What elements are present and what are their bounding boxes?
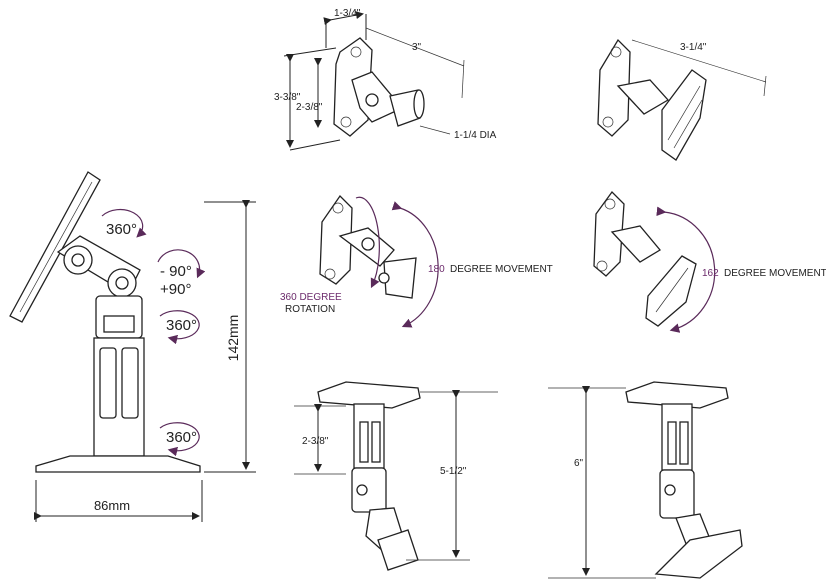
svg-text:360°: 360° bbox=[166, 429, 197, 446]
label-86mm: 86mm bbox=[94, 498, 130, 513]
dimension-142mm: 142mm bbox=[204, 200, 256, 473]
svg-text:2-3/8": 2-3/8" bbox=[296, 102, 323, 113]
svg-text:- 90°: - 90° bbox=[160, 263, 192, 280]
rotation-360-base: 360° bbox=[159, 422, 200, 457]
svg-text:360°: 360° bbox=[166, 317, 197, 334]
svg-text:DEGREE MOVEMENT: DEGREE MOVEMENT bbox=[724, 268, 826, 279]
svg-text:+90°: +90° bbox=[160, 281, 191, 298]
svg-text:ROTATION: ROTATION bbox=[285, 304, 335, 315]
svg-text:180: 180 bbox=[428, 264, 445, 275]
svg-text:3": 3" bbox=[412, 42, 422, 53]
svg-text:360°: 360° bbox=[106, 221, 137, 238]
column-mount-right: 6" bbox=[548, 381, 743, 579]
rotation-360-mid: 360° bbox=[159, 310, 200, 345]
svg-text:360 DEGREE: 360 DEGREE bbox=[280, 292, 342, 303]
rotation-tilt: - 90° +90° bbox=[157, 249, 206, 298]
bracket-162-movement: 162 DEGREE MOVEMENT bbox=[593, 191, 826, 333]
svg-text:6": 6" bbox=[574, 458, 584, 469]
svg-text:1-1/4 DIA: 1-1/4 DIA bbox=[454, 130, 497, 141]
bracket-top-dimensioned bbox=[333, 37, 425, 137]
svg-text:162: 162 bbox=[702, 268, 719, 279]
dimension-86mm: 86mm bbox=[34, 480, 203, 522]
bracket-top-right: 3-1/4" bbox=[597, 38, 767, 161]
dimension-lines-top: 1-3/4" 3" 3-3/8" 2-3/8" 1-1/4 DIA bbox=[274, 8, 497, 151]
svg-text:3-3/8": 3-3/8" bbox=[274, 92, 301, 103]
svg-text:DEGREE MOVEMENT: DEGREE MOVEMENT bbox=[450, 264, 553, 275]
svg-text:5-1/2": 5-1/2" bbox=[440, 466, 467, 477]
rotation-360-top: 360° bbox=[101, 208, 147, 238]
column-mount-center: 2-3/8" 5-1/2" bbox=[294, 381, 498, 571]
svg-text:2-3/8": 2-3/8" bbox=[302, 436, 329, 447]
bracket-180-movement: 180 DEGREE MOVEMENT 360 DEGREE ROTATION bbox=[280, 194, 553, 328]
label-142mm: 142mm bbox=[225, 315, 241, 362]
svg-text:3-1/4": 3-1/4" bbox=[680, 42, 707, 53]
mount-side-view bbox=[9, 171, 201, 473]
svg-text:1-3/4": 1-3/4" bbox=[334, 8, 361, 19]
